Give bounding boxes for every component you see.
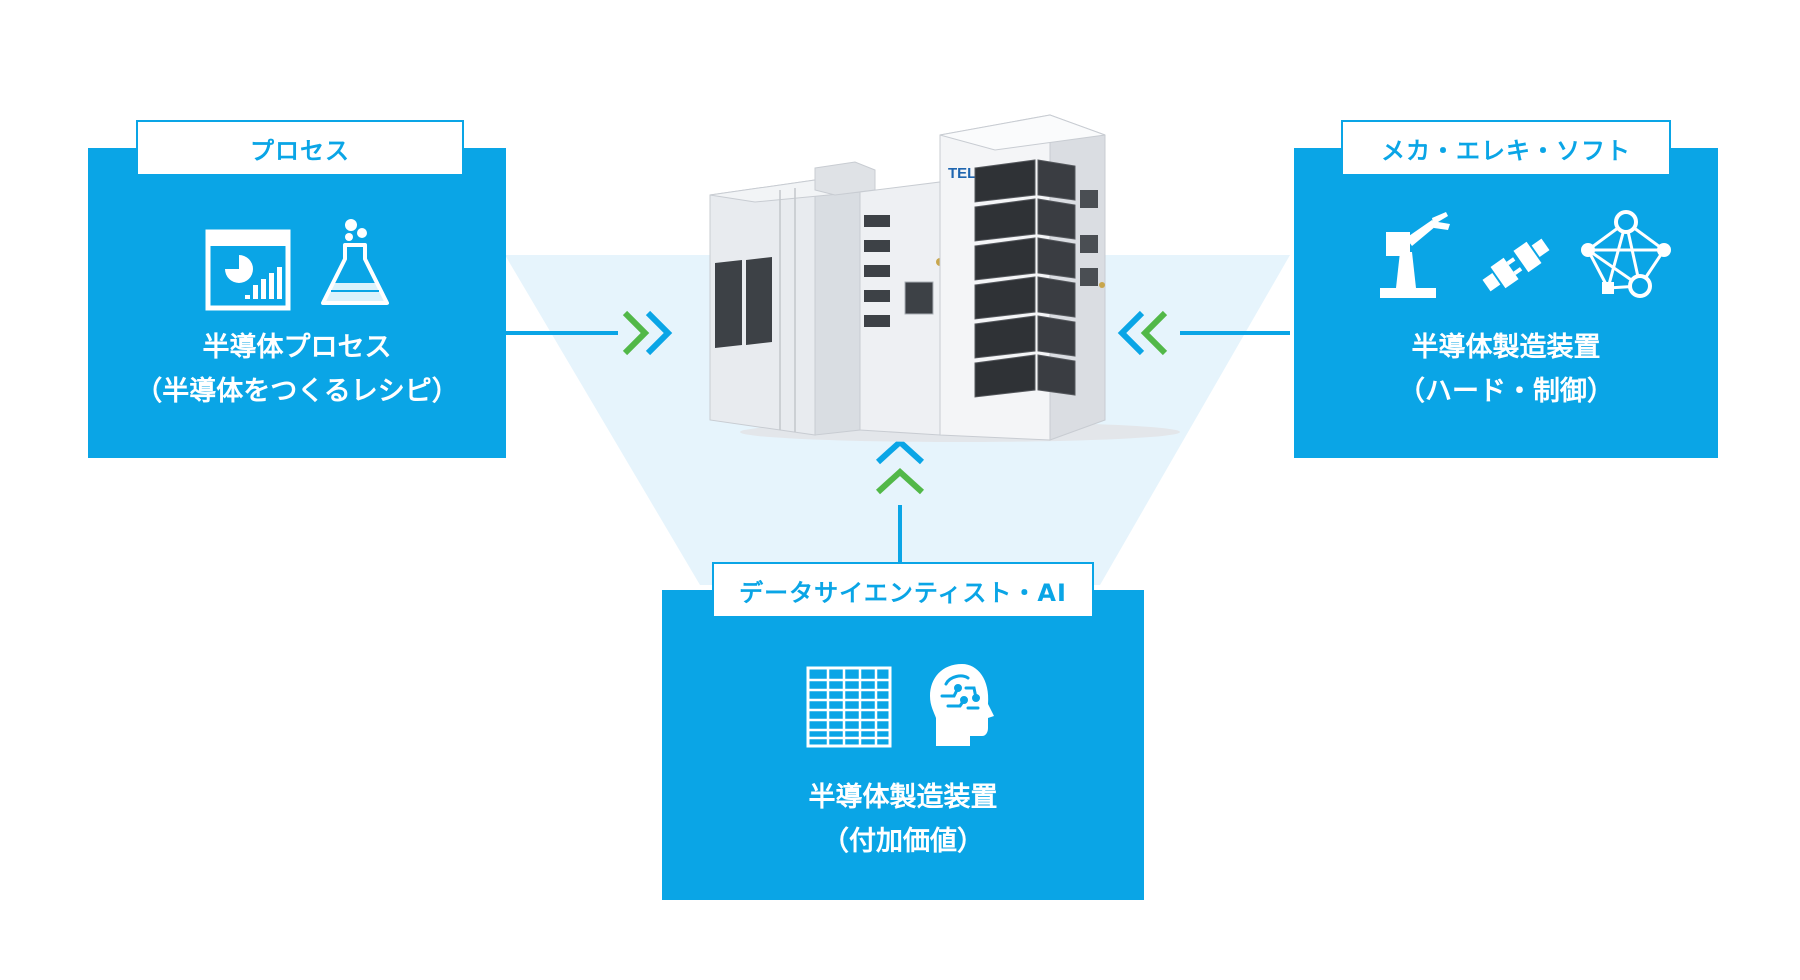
data-box: 半導体製造装置 （付加価値） xyxy=(662,590,1144,900)
network-icon xyxy=(1578,210,1674,300)
mecha-description: 半導体製造装置 （ハード・制御） xyxy=(1294,326,1718,414)
report-chart-icon xyxy=(205,229,291,311)
process-subtitle: （半導体をつくるレシピ） xyxy=(135,376,459,407)
data-icon-group xyxy=(806,662,998,748)
right-chevron-icon xyxy=(622,310,673,356)
data-description: 半導体製造装置 （付加価値） xyxy=(662,776,1144,864)
process-tab-label: プロセス xyxy=(136,120,464,176)
ai-brain-head-icon xyxy=(926,662,998,748)
robot-arm-icon xyxy=(1376,208,1454,300)
mecha-box: 半導体製造装置 （ハード・制御） xyxy=(1294,148,1718,458)
mecha-title: 半導体製造装置 xyxy=(1411,332,1601,363)
up-chevron-icon xyxy=(875,437,925,495)
process-icon-group xyxy=(205,215,393,311)
left-chevron-icon xyxy=(1117,310,1168,356)
mecha-tab-label: メカ・エレキ・ソフト xyxy=(1341,120,1671,176)
flask-icon xyxy=(317,215,393,311)
semiconductor-equipment-illustration: TEL xyxy=(709,114,1180,442)
data-title: 半導体製造装置 xyxy=(808,782,998,813)
data-tab-label: データサイエンティスト・AI xyxy=(712,562,1094,618)
process-title: 半導体プロセス xyxy=(202,332,392,363)
plug-connector-icon xyxy=(1476,230,1556,300)
mecha-icon-group xyxy=(1376,208,1674,300)
process-description: 半導体プロセス （半導体をつくるレシピ） xyxy=(88,326,506,414)
data-subtitle: （付加価値） xyxy=(822,826,984,857)
process-box: 半導体プロセス （半導体をつくるレシピ） xyxy=(88,148,506,458)
mecha-subtitle: （ハード・制御） xyxy=(1398,376,1614,407)
spreadsheet-icon xyxy=(806,666,892,748)
tel-logo: TEL xyxy=(948,165,976,182)
